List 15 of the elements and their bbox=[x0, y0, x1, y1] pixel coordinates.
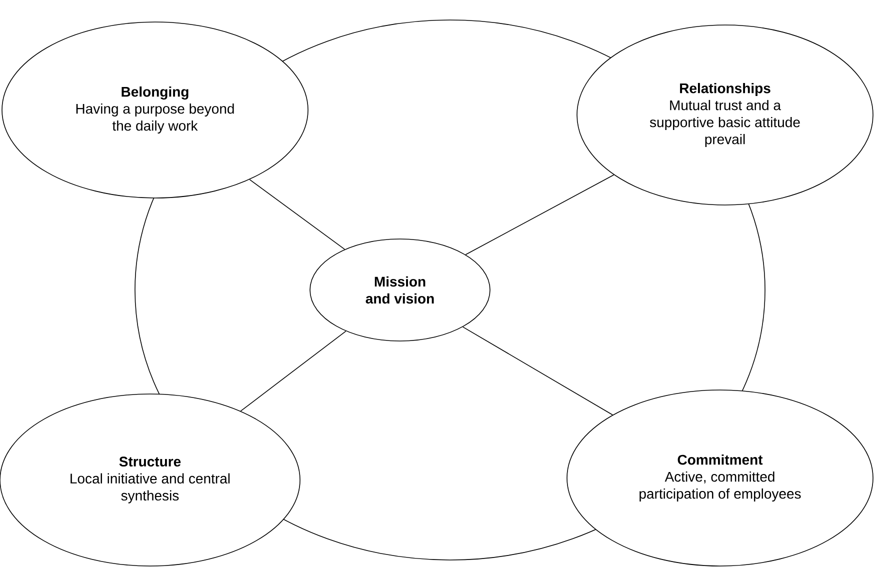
oval-node: Belonging Having a purpose beyond the daily work bbox=[2, 22, 308, 198]
node-label: Relationships bbox=[680, 82, 770, 96]
node-label: Local initiative and central synthesis bbox=[70, 473, 230, 504]
oval-node: Mission and vision bbox=[310, 238, 490, 342]
node-label: Commitment bbox=[678, 454, 763, 465]
node-label: Structure bbox=[119, 456, 181, 467]
node-label: Mutual trust and a supportive basic attitude prevail bbox=[650, 100, 800, 148]
connector-line bbox=[240, 330, 346, 412]
connector-line bbox=[462, 326, 613, 416]
oval-node: Relationships Mutual trust and a supportive basic attitude prevail bbox=[576, 24, 874, 206]
oval-node: Commitment Active, committed participation of employees bbox=[566, 390, 874, 566]
connector-line bbox=[249, 179, 346, 250]
oval-node: Structure Local initiative and central synthesis bbox=[0, 394, 300, 566]
node-label: Active, committed participation of employees bbox=[640, 471, 801, 502]
connector-line bbox=[465, 174, 614, 256]
